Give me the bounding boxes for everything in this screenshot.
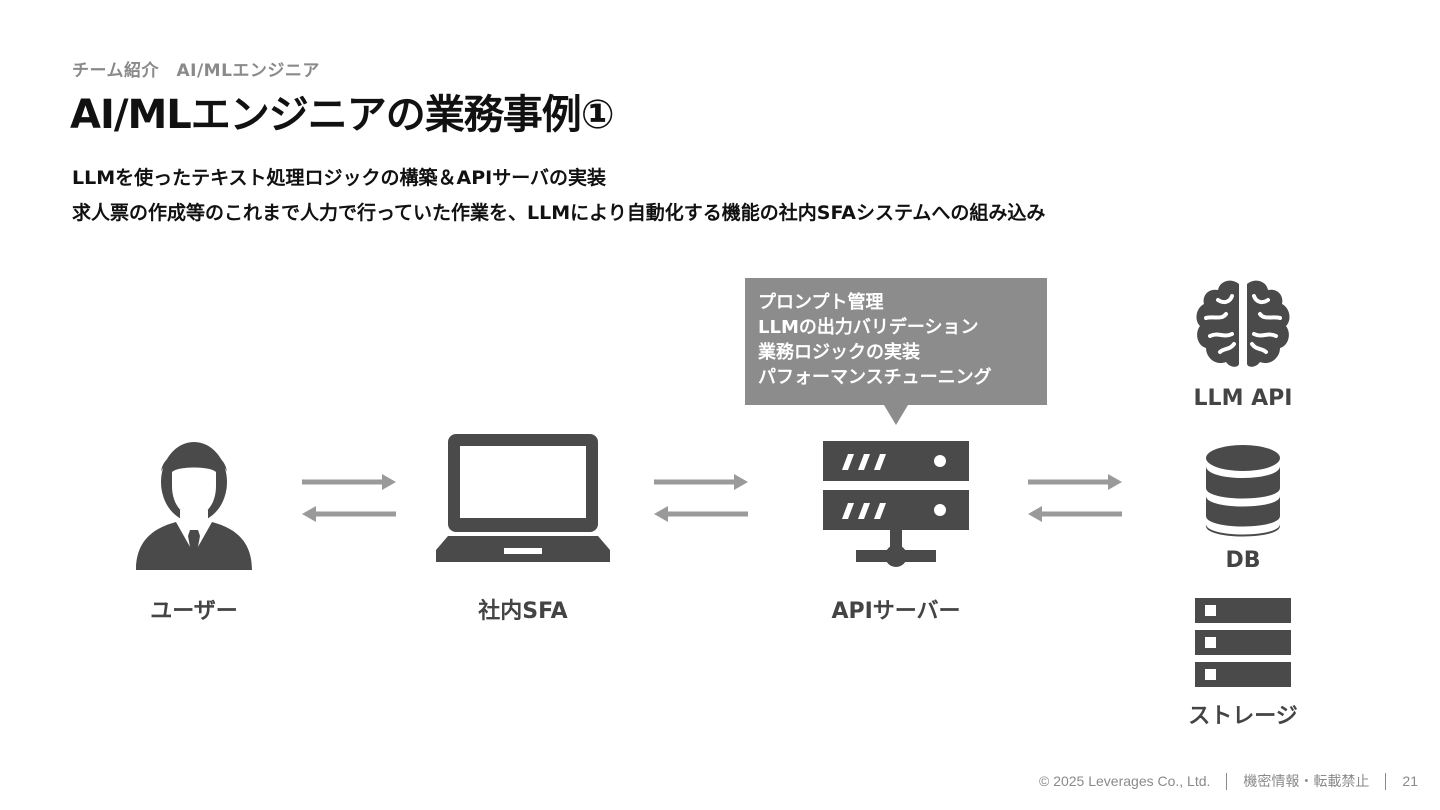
copyright: © 2025 Leverages Co., Ltd. (1038, 773, 1211, 789)
page-number: 21 (1402, 773, 1418, 789)
arrows-sfa-server (654, 474, 748, 522)
node-label-storage: ストレージ (1188, 704, 1298, 729)
node-label-llm-api: LLM API (1193, 386, 1293, 411)
arrows-server-backend (1028, 474, 1122, 522)
node-label-api-server: APIサーバー (831, 599, 961, 624)
page-title: AI/MLエンジニアの業務事例① (70, 92, 615, 138)
user-icon (136, 442, 252, 570)
laptop-icon (436, 434, 610, 562)
brain-icon (1196, 280, 1290, 367)
confidential-notice: 機密情報・転載禁止 (1243, 773, 1370, 789)
node-label-sfa: 社内SFA (478, 599, 568, 624)
callout-box: プロンプト管理 LLMの出力バリデーション 業務ロジックの実装 パフォーマンスチ… (745, 278, 1047, 425)
callout-item: LLMの出力バリデーション (758, 317, 979, 338)
breadcrumb: チーム紹介 AI/MLエンジニア (72, 61, 320, 81)
node-label-db: DB (1225, 548, 1261, 573)
server-icon (823, 441, 969, 567)
callout-item: 業務ロジックの実装 (758, 342, 920, 363)
arrows-user-sfa (302, 474, 396, 522)
footer: © 2025 Leverages Co., Ltd. 機密情報・転載禁止 21 (1039, 771, 1418, 791)
description-line-1: LLMを使ったテキスト処理ロジックの構築＆APIサーバの実装 (72, 167, 607, 189)
description-line-2: 求人票の作成等のこれまで人力で行っていた作業を、LLMにより自動化する機能の社内… (72, 202, 1046, 224)
storage-icon (1195, 598, 1291, 687)
callout-item: プロンプト管理 (758, 292, 884, 313)
footer-divider (1385, 772, 1387, 790)
node-label-user: ユーザー (150, 599, 238, 624)
callout-item: パフォーマンスチューニング (758, 367, 992, 388)
footer-divider (1226, 772, 1228, 790)
database-icon (1206, 445, 1280, 537)
